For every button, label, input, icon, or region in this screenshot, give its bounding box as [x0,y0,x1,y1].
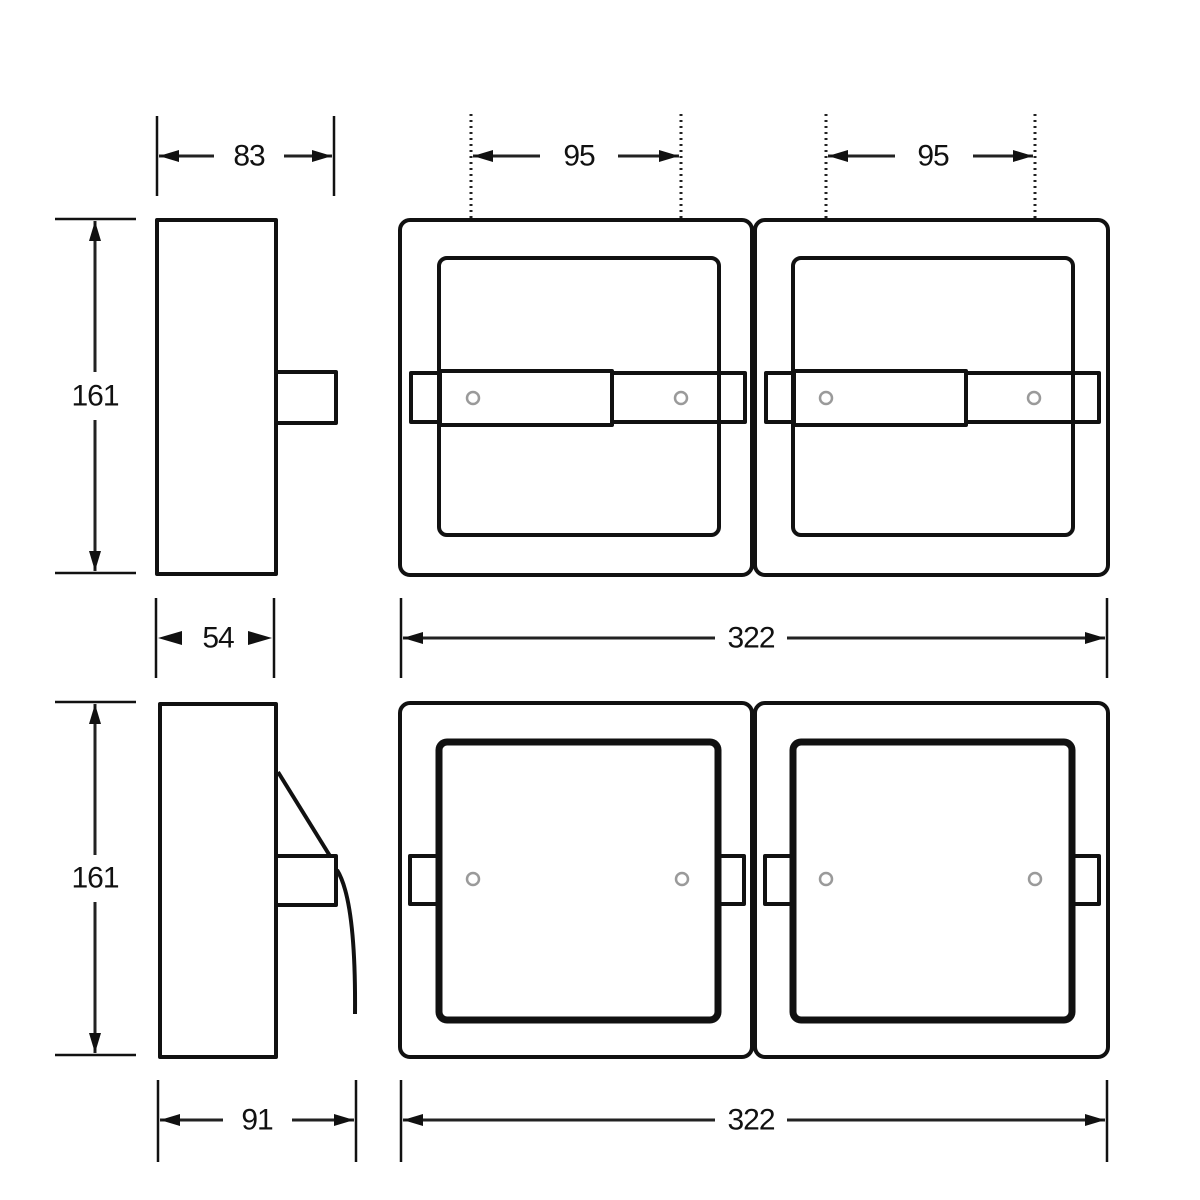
dim-label-95-left: 95 [563,140,595,173]
screw-icon [674,871,690,887]
bottom-front-view: 322 [398,701,1110,1162]
dim-83: 83 [155,116,336,196]
dim-label-322-top: 322 [727,622,774,655]
dim-54: 54 [154,598,276,678]
dim-95-right: 95 [824,114,1037,218]
dim-label-322-bottom: 322 [727,1104,774,1137]
dim-322-bottom: 322 [399,1080,1109,1162]
dim-91: 91 [156,1080,358,1162]
dim-label-91: 91 [241,1104,273,1137]
dim-161-bottom: 161 [55,700,136,1057]
cover-plate [435,738,722,1024]
screw-icon [673,390,689,406]
dim-95-left: 95 [469,114,683,218]
dim-label-95-right: 95 [917,140,949,173]
top-right-compartment [753,218,1110,577]
side-body [155,218,278,576]
arrow-right-icon [248,631,272,645]
arrow-left-icon [158,631,182,645]
screw-icon [1027,871,1043,887]
side-roller-tab [274,854,338,907]
top-side-view: 83 161 54 [55,116,338,678]
side-roller-tab [274,370,338,425]
dim-label-161: 161 [71,380,118,413]
cover-flap-curve [335,868,358,1015]
dim-161-top: 161 [55,217,136,575]
screw-icon [465,871,481,887]
bottom-side-view: 161 91 [55,700,358,1162]
top-left-compartment [398,218,754,577]
dim-label-83: 83 [233,140,265,173]
dim-322-top: 322 [399,598,1109,678]
screw-icon [818,871,834,887]
top-front-view: 95 95 [398,114,1110,678]
cover-hinge-line [276,770,332,858]
screw-icon [818,390,834,406]
screw-icon [465,390,481,406]
dim-label-161-bottom: 161 [71,862,118,895]
screw-icon [1026,390,1042,406]
bottom-right-compartment [753,701,1110,1059]
bottom-left-compartment [398,701,754,1059]
cover-plate [789,738,1076,1024]
dim-label-54: 54 [202,622,234,655]
side-body [158,702,278,1059]
